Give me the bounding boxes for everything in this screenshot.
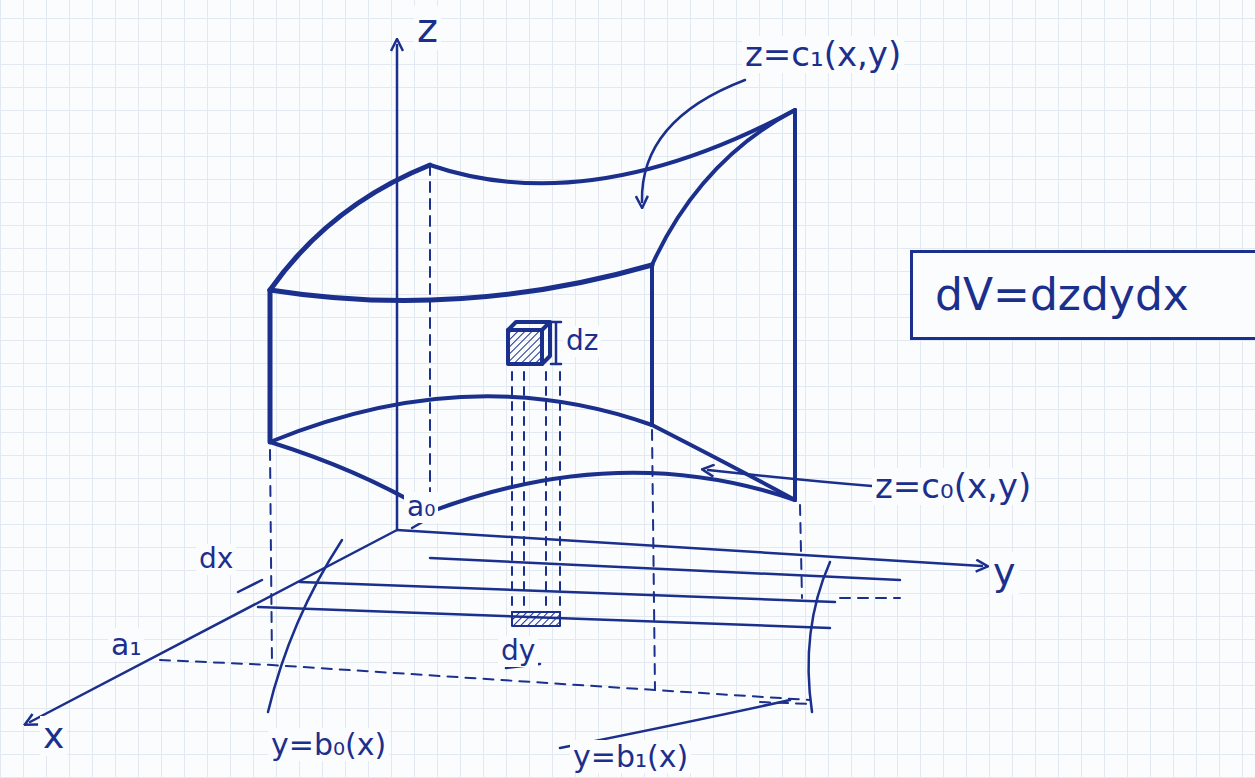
math-label: dy	[498, 636, 538, 667]
formula-box: dV=dzdydx	[910, 250, 1255, 340]
math-label: a₁	[108, 628, 144, 661]
math-label: z=c₀(x,y)	[872, 468, 1034, 505]
math-label: y=b₀(x)	[268, 728, 389, 761]
math-label: y=b₁(x)	[570, 740, 691, 773]
math-label: x	[40, 716, 67, 756]
math-label: dx	[196, 544, 236, 575]
math-label: z	[414, 6, 441, 50]
math-label: dz	[563, 326, 601, 357]
math-label: y	[990, 552, 1019, 594]
formula-text: dV=dzdydx	[935, 271, 1233, 319]
math-label: a₀	[404, 492, 438, 523]
math-label: z=c₁(x,y)	[742, 36, 904, 73]
